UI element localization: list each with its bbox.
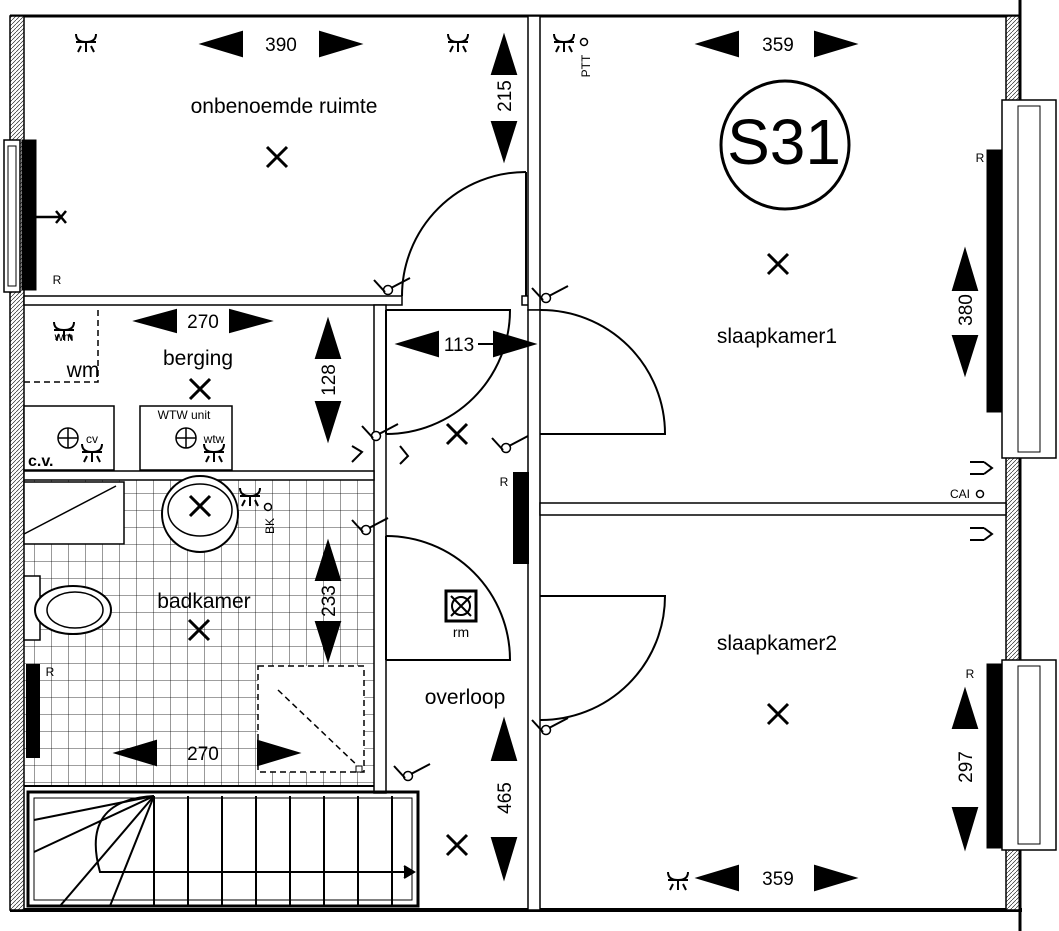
smoke-detector-icon <box>444 589 478 623</box>
label-radiator: R <box>976 151 985 165</box>
room-label-bathroom: badkamer <box>157 590 250 613</box>
dim-unnamed-width: 390 <box>265 35 297 56</box>
label-radiator: R <box>46 665 55 679</box>
socket-icon <box>447 33 469 53</box>
room-label-unnamed: onbenoemde ruimte <box>191 95 378 118</box>
label-rm: rm <box>453 624 469 640</box>
switch-icon <box>491 435 529 454</box>
windows <box>3 99 1057 851</box>
dim-landing-depth: 465 <box>495 782 516 814</box>
switch-icon <box>393 763 431 782</box>
label-wtw: wtw <box>203 432 225 446</box>
dim-bedroom1-depth: 380 <box>956 294 977 326</box>
dim-bedroom2-depth: 297 <box>956 751 977 783</box>
socket-icon <box>553 33 575 53</box>
plan-code-badge: S31 <box>719 79 851 211</box>
cross-icon <box>265 145 289 169</box>
label-wm: wm <box>66 359 100 382</box>
label-cai: CAI <box>950 487 970 501</box>
label-radiator: R <box>966 667 975 681</box>
dimension-labels: 390 359 215 380 270 128 113 233 270 465 … <box>187 35 977 890</box>
fixture-labels: wm wm c.v. cv WTW unit wtw BK rm PTT CAI… <box>28 54 985 681</box>
dim-storage-width: 270 <box>187 312 219 333</box>
dim-bedroom1-width: 359 <box>762 35 794 56</box>
dim-landing-width: 113 <box>444 335 474 356</box>
dim-bathroom-width: 270 <box>187 744 219 765</box>
room-label-bedroom2: slaapkamer2 <box>717 632 837 655</box>
radiator <box>26 664 40 758</box>
label-cv: cv <box>86 432 98 446</box>
label-radiator: R <box>500 475 509 489</box>
dim-bathroom-depth: 233 <box>319 585 340 617</box>
dim-bedroom2-width: 359 <box>762 869 794 890</box>
dim-unnamed-depth: 215 <box>495 80 516 112</box>
cross-icon <box>188 377 212 401</box>
room-label-storage: berging <box>163 347 233 370</box>
sockets <box>53 33 994 891</box>
socket-icon <box>75 33 97 53</box>
bathroom-tiles <box>23 475 374 786</box>
label-wm-small: wm <box>54 330 74 344</box>
radiator <box>513 472 529 564</box>
plan-code: S31 <box>727 106 841 178</box>
doors <box>385 171 667 722</box>
label-ptt: PTT <box>579 54 593 77</box>
dimension-arrows <box>112 30 979 892</box>
label-bk: BK <box>263 518 277 534</box>
room-labels: onbenoemde ruimte berging badkamer overl… <box>157 95 837 709</box>
room-label-landing: overloop <box>425 686 506 709</box>
dim-storage-depth: 128 <box>319 364 340 396</box>
stairs <box>26 790 420 908</box>
label-radiator: R <box>53 273 62 287</box>
ceiling-lights <box>24 145 790 857</box>
label-wtw-unit: WTW unit <box>158 408 211 422</box>
switch-icon <box>373 277 411 296</box>
room-label-bedroom1: slaapkamer1 <box>717 325 837 348</box>
label-cv-unit: c.v. <box>28 453 54 470</box>
cross-icon <box>445 422 469 446</box>
socket-icon <box>667 871 689 891</box>
cross-icon <box>445 833 469 857</box>
cross-icon <box>766 702 790 726</box>
cross-icon <box>766 252 790 276</box>
